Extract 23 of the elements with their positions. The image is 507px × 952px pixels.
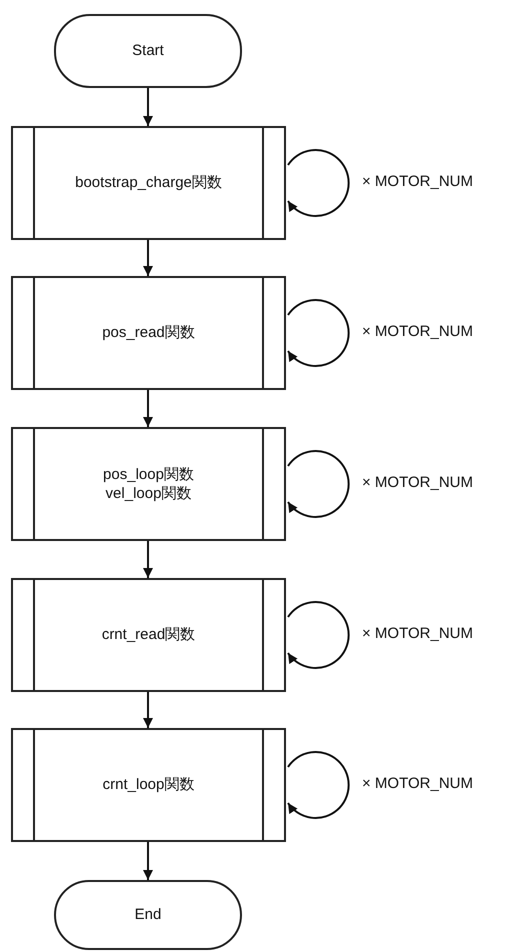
terminal-box: End (54, 880, 242, 950)
arrow (143, 240, 153, 276)
edge-label: × MOTOR_NUM (362, 323, 473, 340)
terminal-box: Start (54, 14, 242, 88)
predefined-process-box: crnt_read関数 (11, 578, 286, 692)
loop-arrow (287, 601, 350, 669)
arrow (143, 541, 153, 578)
edge-label: × MOTOR_NUM (362, 775, 473, 792)
arrow (143, 390, 153, 427)
loop-arrow (287, 450, 350, 518)
predefined-process-box: pos_loop関数 vel_loop関数 (11, 427, 286, 541)
edge-label: × MOTOR_NUM (362, 173, 473, 190)
loop-arrow (287, 149, 350, 217)
predefined-process-box: pos_read関数 (11, 276, 286, 390)
arrow (143, 88, 153, 126)
arrow (143, 842, 153, 880)
edge-label: × MOTOR_NUM (362, 474, 473, 491)
arrow (143, 692, 153, 728)
predefined-process-box: crnt_loop関数 (11, 728, 286, 842)
predefined-process-box: bootstrap_charge関数 (11, 126, 286, 240)
loop-arrow (287, 299, 350, 367)
loop-arrow (287, 751, 350, 819)
edge-label: × MOTOR_NUM (362, 625, 473, 642)
